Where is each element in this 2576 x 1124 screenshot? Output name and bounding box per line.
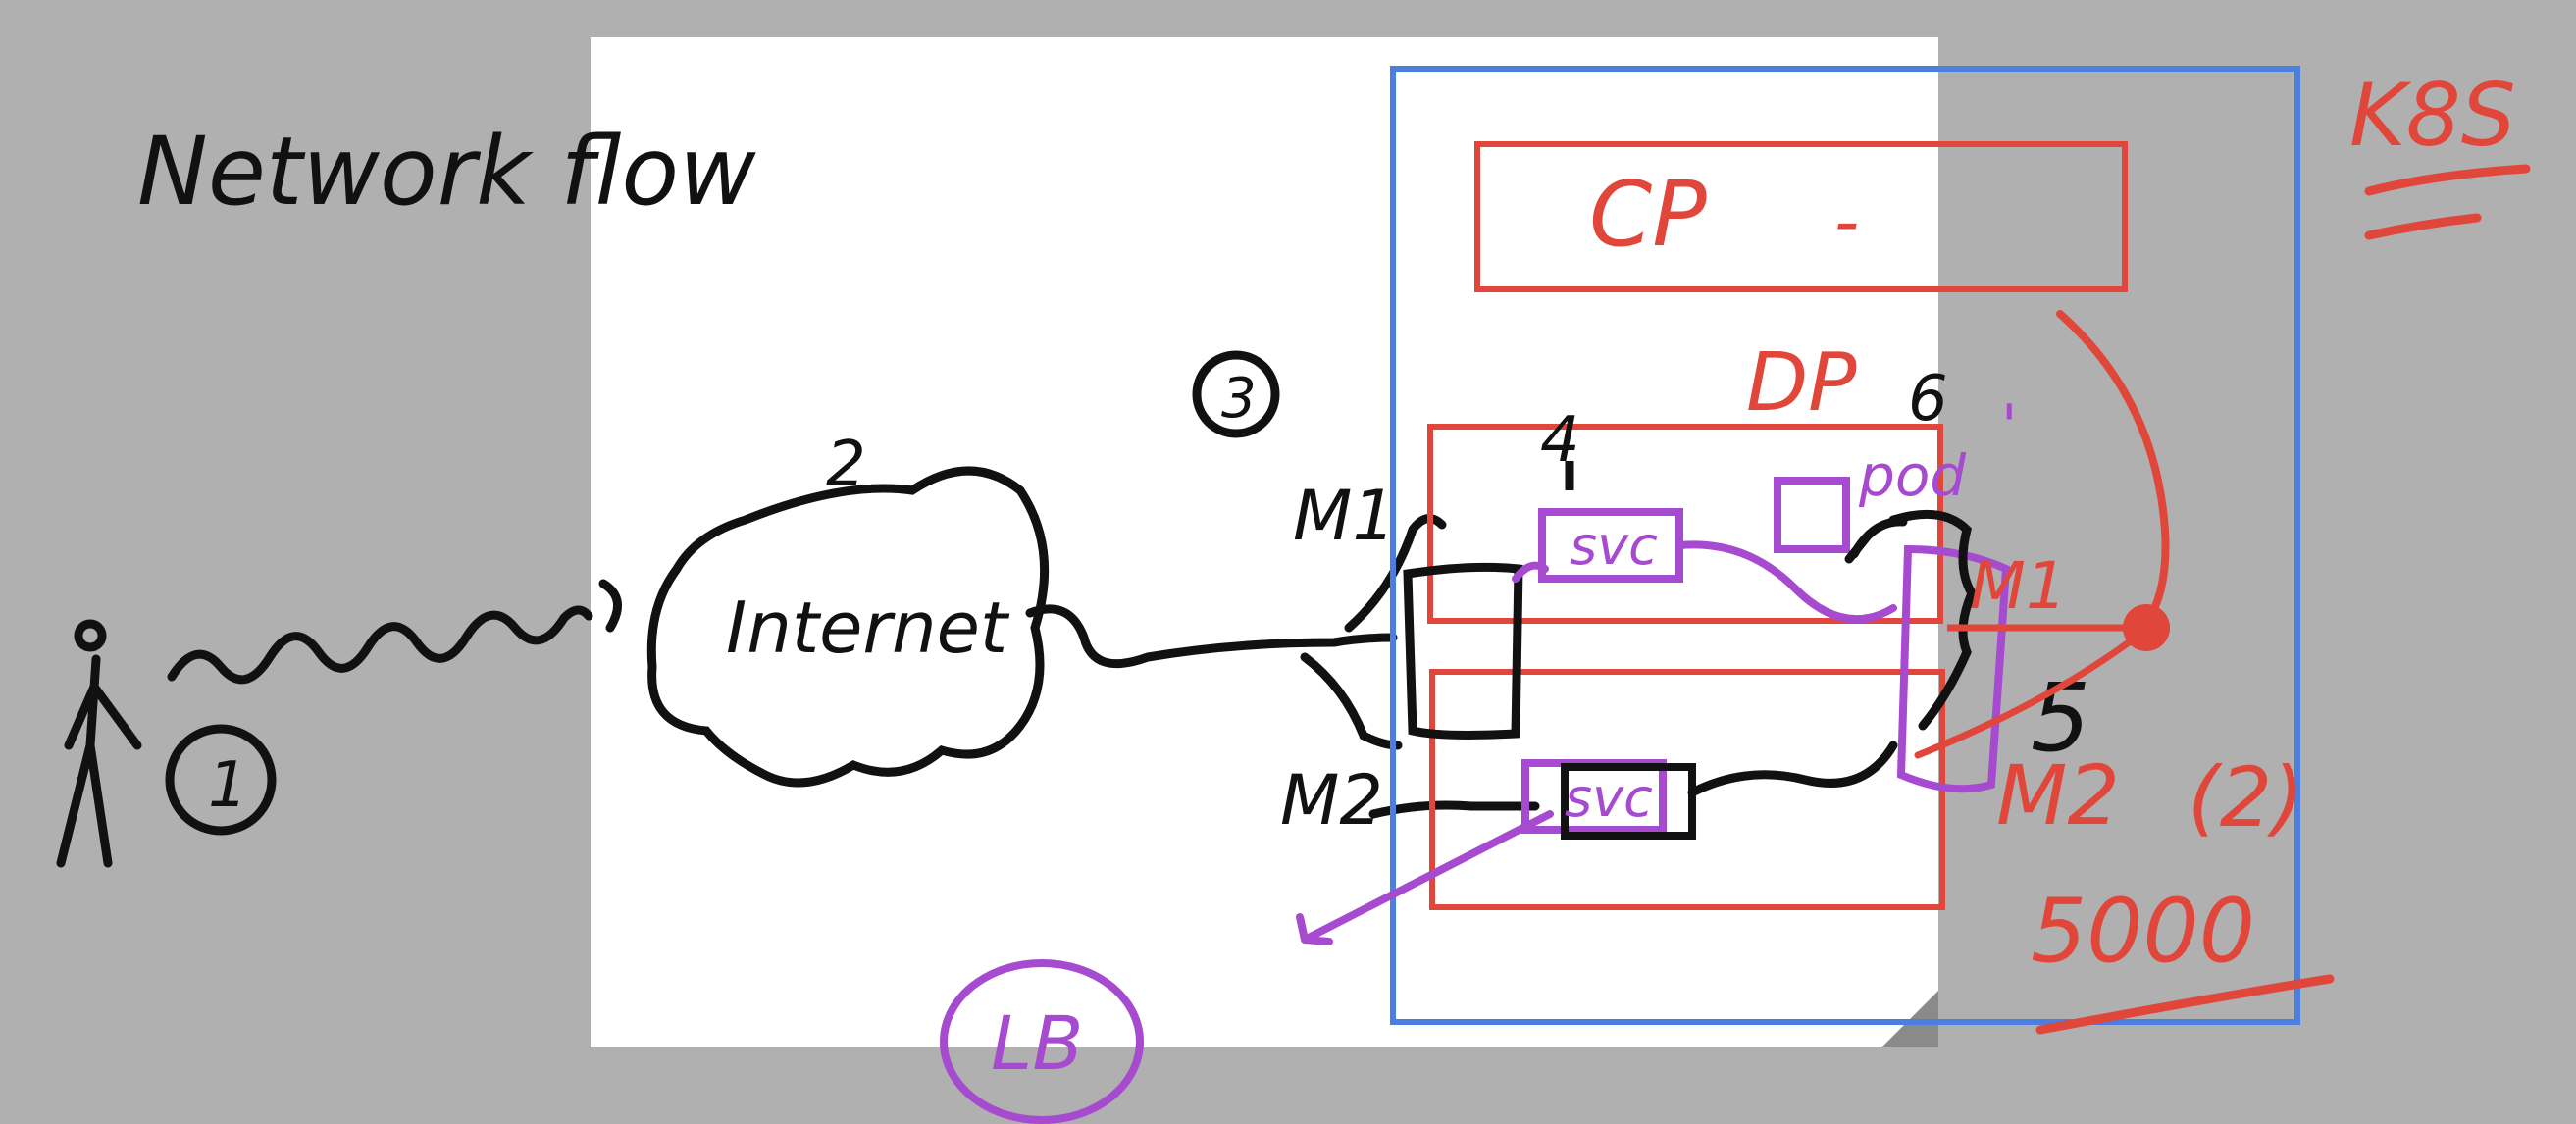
svg-text:1: 1 bbox=[208, 749, 248, 822]
step-4-label: 4 bbox=[1540, 404, 1580, 477]
request-wavy-line bbox=[167, 605, 593, 685]
step-1-marker: 1 bbox=[165, 724, 277, 836]
cp-dash: - bbox=[1834, 181, 1859, 262]
ingress-box bbox=[1403, 562, 1523, 740]
cloud-to-m1-line bbox=[1025, 604, 1398, 669]
pod-mark: ' bbox=[2001, 392, 2018, 461]
control-plane-box bbox=[1474, 141, 2128, 292]
lb-label: LB bbox=[991, 999, 1083, 1087]
cp-to-nodes-curve bbox=[2056, 310, 2170, 632]
node-m1-box bbox=[1427, 424, 1943, 624]
lb-circle bbox=[940, 959, 1144, 1124]
node-connection-dot bbox=[2123, 604, 2170, 651]
svg-text:3: 3 bbox=[1221, 367, 1257, 431]
m2-count-label: (2) bbox=[2188, 749, 2304, 845]
step-3-marker: 3 bbox=[1192, 350, 1280, 438]
pod-return-arrow bbox=[1844, 517, 1908, 564]
svc-bottom-to-pod bbox=[1687, 741, 1898, 797]
step-6-label: 6 bbox=[1908, 363, 1948, 435]
internet-label: Internet bbox=[726, 587, 1010, 669]
dp-label: DP bbox=[1746, 336, 1857, 430]
svc-bottom-label: svc bbox=[1565, 767, 1653, 829]
svc-top-label: svc bbox=[1570, 515, 1658, 577]
m1-red-label: M1 bbox=[1970, 548, 2067, 624]
pod-box bbox=[1774, 477, 1850, 553]
k8s-label: K8S bbox=[2349, 65, 2516, 166]
cp-label: CP bbox=[1589, 162, 1707, 267]
title-text: Network flow bbox=[137, 117, 756, 227]
svc-to-lb-arrow bbox=[1296, 810, 1554, 945]
m1-label: M1 bbox=[1293, 476, 1396, 556]
dot-to-m2 bbox=[1914, 639, 2133, 759]
arrow-to-internet bbox=[598, 579, 622, 633]
svc-top-to-pod bbox=[1675, 540, 1897, 624]
user-figure bbox=[56, 619, 142, 868]
m2-red-label: M2 bbox=[1996, 747, 2120, 843]
branch-to-m2 bbox=[1300, 652, 1403, 750]
m2-label: M2 bbox=[1280, 760, 1383, 841]
arrow-m2-to-svc bbox=[1368, 800, 1540, 819]
step-5-label: 5 bbox=[2031, 663, 2090, 773]
internet-cloud bbox=[646, 466, 1050, 788]
svc-bottom-inner bbox=[1561, 763, 1696, 840]
k8s-underline bbox=[2364, 164, 2531, 240]
port-underline bbox=[2035, 974, 2335, 1035]
k8s-cluster-box bbox=[1390, 66, 2300, 1025]
pod-label: pod bbox=[1858, 442, 1967, 509]
white-page bbox=[591, 37, 1938, 1047]
pod-brace bbox=[1888, 509, 1978, 731]
port-label: 5000 bbox=[2031, 880, 2255, 983]
step-2-label: 2 bbox=[826, 429, 866, 501]
pod-bracket bbox=[1896, 544, 2011, 793]
svc-top-link bbox=[1512, 561, 1549, 583]
